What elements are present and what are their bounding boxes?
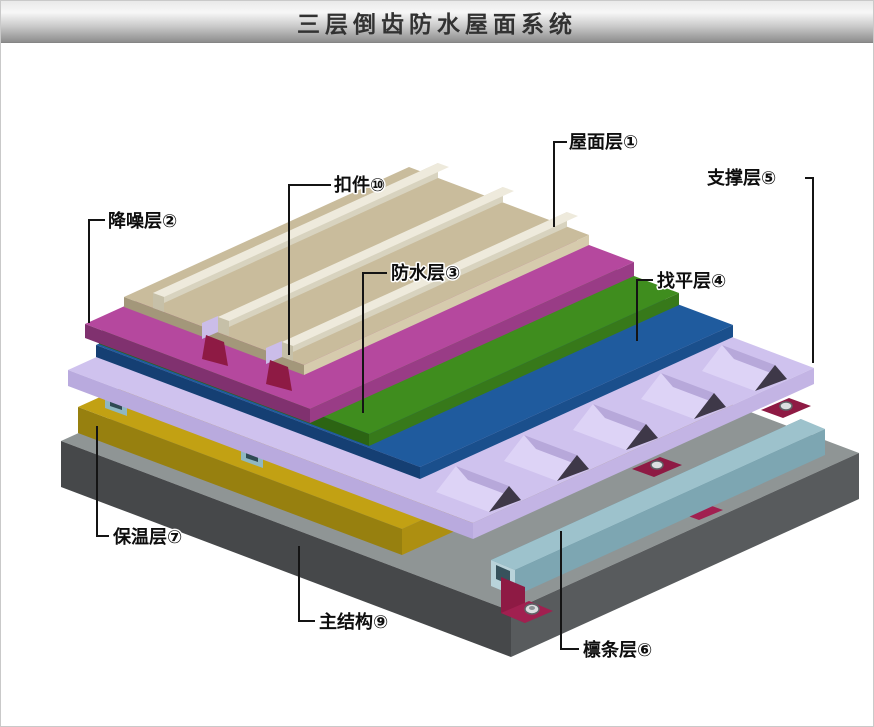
leader-line xyxy=(636,279,653,341)
structure-front-left-face xyxy=(61,441,511,657)
batten-clip xyxy=(266,360,292,391)
support-front-right-face xyxy=(473,368,814,539)
leader-line xyxy=(288,184,331,355)
label-structure: 主结构⑨ xyxy=(298,546,390,635)
purlin-front-face xyxy=(515,429,825,596)
label-text: 扣件⑩ xyxy=(334,174,385,196)
batten-end-cap xyxy=(218,317,229,336)
label-purlin: 檩条层⑥ xyxy=(560,531,654,663)
batten xyxy=(153,163,449,312)
title-bar: 三层倒齿防水屋面系统 xyxy=(1,1,873,43)
label-roof: 屋面层① xyxy=(553,131,640,227)
leveling-front-left-face xyxy=(96,345,420,479)
roof-front-left-face xyxy=(124,297,304,375)
batten xyxy=(266,212,578,391)
leader-line xyxy=(805,177,814,363)
page-title: 三层倒齿防水屋面系统 xyxy=(297,11,577,38)
structure-front-right-face xyxy=(511,453,859,657)
leveling-front-right-face xyxy=(420,325,733,479)
corrugation-rib xyxy=(641,373,726,419)
purlin-beam xyxy=(491,419,825,596)
screw-icon xyxy=(650,460,664,470)
label-text: 防水层③ xyxy=(391,262,460,284)
batten-top-face xyxy=(218,187,514,321)
insulation-front-left-face xyxy=(78,407,402,555)
roof-front-right-face xyxy=(304,235,589,375)
corrugation-rib xyxy=(436,466,521,512)
leader-line xyxy=(560,531,579,650)
label-text: 支撑层⑤ xyxy=(706,167,776,189)
label-insulation: 保温层⑦ xyxy=(96,426,184,550)
label-support: 支撑层⑤ xyxy=(705,166,814,363)
fastener-plate xyxy=(632,457,682,477)
corrugation-rib xyxy=(702,345,787,391)
noise-front-right-face xyxy=(310,262,634,423)
purlin-top-face xyxy=(491,419,825,570)
purlin-bracket-near xyxy=(501,577,553,623)
label-text: 保温层⑦ xyxy=(112,526,182,548)
corrugation-rib xyxy=(573,404,658,450)
label-leveling: 找平层④ xyxy=(636,269,728,341)
corrugation-rib xyxy=(504,435,589,481)
batten-end-cap xyxy=(282,342,293,361)
noise-front-left-face xyxy=(85,324,310,423)
label-noise: 降噪层② xyxy=(88,209,179,323)
batten-clip xyxy=(202,335,228,366)
label-fastener: 扣件⑩ xyxy=(288,173,387,355)
label-text: 主结构⑨ xyxy=(319,611,388,633)
leader-line xyxy=(362,272,387,413)
screw-head xyxy=(529,606,535,610)
waterproof-front-right-face xyxy=(369,293,679,446)
label-text: 檩条层⑥ xyxy=(583,639,652,661)
support-front-left-face xyxy=(68,370,473,539)
fastener-plate xyxy=(761,398,811,418)
annotations: 屋面层① 支撑层⑤ 扣件⑩ 降噪层② 防水层③ 找平层④ xyxy=(88,131,814,663)
label-text: 屋面层① xyxy=(569,132,638,153)
batten-top-face xyxy=(153,163,449,297)
leader-line xyxy=(88,219,105,323)
label-text: 找平层④ xyxy=(657,270,726,292)
batten-end-cap xyxy=(153,293,164,312)
batten-end-plate xyxy=(266,341,282,364)
batten-end-plate xyxy=(202,316,218,339)
leader-line xyxy=(96,426,109,537)
label-text: 降噪层② xyxy=(108,210,177,232)
label-waterproof: 防水层③ xyxy=(362,261,462,413)
leader-line xyxy=(553,141,567,227)
batten-top-face xyxy=(282,212,578,346)
leader-line xyxy=(298,546,315,622)
screw-icon xyxy=(779,401,793,411)
